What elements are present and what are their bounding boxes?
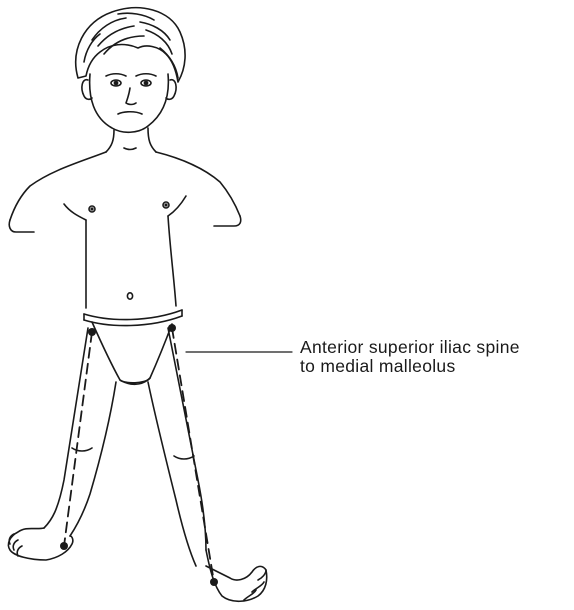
measurement-lines [64, 328, 214, 582]
callout-line-1: Anterior superior iliac spine [300, 338, 520, 357]
underpants [84, 310, 182, 384]
torso [9, 128, 241, 308]
asis-point-right [88, 328, 96, 336]
face [82, 74, 176, 133]
hair [76, 8, 185, 82]
legs [44, 328, 206, 566]
landmark-points [60, 324, 218, 586]
callout-line-2: to medial malleolus [300, 357, 520, 376]
feet [8, 528, 266, 601]
measurement-line-right [64, 332, 92, 546]
callout-label: Anterior superior iliac spine to medial … [300, 338, 520, 376]
measurement-line-left [172, 328, 214, 582]
asis-point-left [168, 324, 176, 332]
malleolus-point-right [60, 542, 68, 550]
malleolus-point-left [210, 578, 218, 586]
